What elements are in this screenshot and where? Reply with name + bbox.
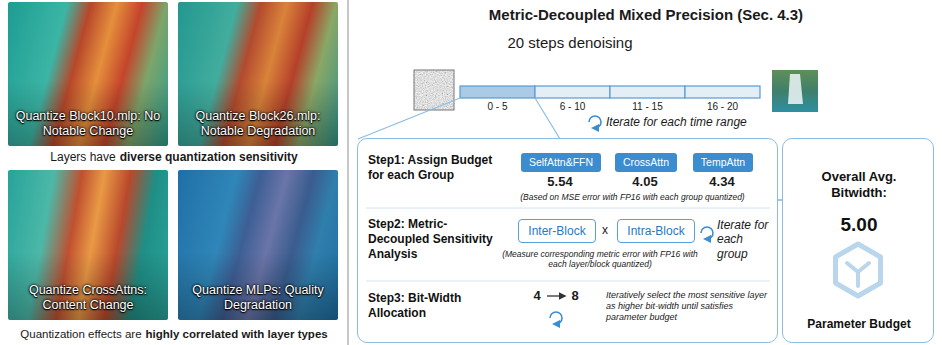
label-text: 4.34 — [692, 174, 752, 190]
budget-glyph — [847, 263, 869, 286]
group-pill: SelfAttn&FFN — [521, 153, 601, 172]
label-holder: (Measure corresponding metric error with… — [500, 249, 700, 269]
waterfall-image — [772, 70, 818, 112]
budget-text: Parameter Budget — [789, 317, 929, 332]
divider-line — [347, 0, 349, 345]
zoom-line — [535, 98, 560, 139]
caption-text: highly correlated with layer types — [146, 328, 328, 342]
group-pill: TempAttn — [693, 153, 753, 172]
title-holder: Metric-Decoupled Mixed Precision (Sec. 4… — [350, 6, 942, 23]
label-holder: 11 - 15 — [610, 101, 685, 113]
photo-panel: Quantize MLPs: Quality Degradation — [178, 170, 338, 320]
block-text: Intra-Block — [627, 224, 684, 238]
diagram-title: Metric-Decoupled Mixed Precision (Sec. 4… — [350, 6, 942, 23]
note-text: (Based on MSE error with FP16 with each … — [495, 192, 770, 202]
text-holder: Parameter Budget — [789, 317, 929, 332]
budget-text: 5.00 — [794, 213, 924, 237]
label-holder: diverse quantization sensitivity — [120, 150, 298, 164]
waterfall-stream — [788, 74, 803, 104]
caption-text: diverse quantization sensitivity — [120, 150, 298, 164]
photo-panel: Quantize CrossAttns: Content Change — [8, 170, 168, 320]
loop-icon — [589, 116, 601, 128]
label-holder: 4.34 — [692, 174, 752, 190]
label-holder: 5.54 — [530, 174, 590, 190]
label-text: 6 - 10 — [535, 101, 610, 113]
note-text: (Measure corresponding metric error with… — [500, 249, 700, 269]
note-text: Iterate for each group — [717, 218, 777, 261]
budget-text: Overall Avg. Bitwidth: — [794, 169, 924, 202]
row-separator — [366, 281, 770, 282]
text-holder: 5.00 — [794, 213, 924, 237]
block-text: Inter-Block — [528, 224, 585, 238]
label-holder: 4.05 — [615, 174, 675, 190]
noise-frame — [414, 70, 454, 110]
photo-caption: Quantize Block26.mlp: Notable Degradatio… — [184, 109, 332, 139]
budget-hexagon — [836, 244, 881, 296]
label-holder: 0 - 5 — [460, 101, 535, 113]
caption-text: Quantization effects are — [20, 328, 141, 342]
note-text: Iteratively select the most sensitive la… — [606, 290, 771, 322]
label-holder: 20 steps denoising — [470, 34, 670, 52]
pill-text: TempAttn — [701, 156, 745, 169]
note-text: Iterate for each time range — [606, 115, 796, 129]
step-heading: Step2: Metric-Decoupled Sensitivity Anal… — [368, 217, 498, 262]
label-holder: 8 — [568, 288, 582, 304]
block-box: Inter-Block — [518, 219, 595, 243]
label-holder: 16 - 20 — [685, 101, 760, 113]
timeline-segment — [685, 86, 760, 98]
label-holder: 4 — [530, 288, 544, 304]
budget-panel: Overall Avg. Bitwidth: 5.00Parameter Budg… — [782, 138, 934, 343]
photo-caption: Quantize MLPs: Quality Degradation — [184, 283, 332, 313]
noise-image — [414, 70, 454, 110]
label-text: 20 steps denoising — [470, 34, 670, 52]
text-holder: Overall Avg. Bitwidth: — [794, 169, 924, 202]
label-holder: Layers have — [50, 150, 115, 164]
text-holder: Step1: Assign Budget for each Group — [368, 153, 503, 183]
timeline-segment — [535, 86, 610, 98]
step-heading: Step1: Assign Budget for each Group — [368, 153, 503, 183]
label-holder: Iteratively select the most sensitive la… — [606, 290, 771, 322]
loop-icon — [701, 227, 713, 239]
label-holder: highly correlated with layer types — [146, 328, 328, 342]
text-holder: Step3: Bit-Width Allocation — [368, 291, 498, 321]
label-holder: Iterate for each group — [717, 218, 777, 261]
group-pill: CrossAttn — [615, 153, 677, 172]
label-text: 4 — [530, 288, 544, 304]
caption-text: Layers have — [50, 150, 115, 164]
label-text: x — [596, 223, 614, 237]
label-holder: x — [596, 223, 614, 237]
label-holder: 6 - 10 — [535, 101, 610, 113]
photo-panel: Quantize Block10.mlp: No Notable Change — [8, 2, 168, 146]
label-text: 11 - 15 — [610, 101, 685, 113]
label-text: 0 - 5 — [460, 101, 535, 113]
pill-text: SelfAttn&FFN — [529, 156, 593, 169]
label-holder: (Based on MSE error with FP16 with each … — [495, 192, 770, 202]
timeline-segment — [460, 86, 535, 98]
photo-panel: Quantize Block26.mlp: Notable Degradatio… — [178, 2, 338, 146]
steps-panel: Step1: Assign Budget for each GroupStep2… — [357, 138, 778, 343]
pill-text: CrossAttn — [623, 156, 669, 169]
label-text: 4.05 — [615, 174, 675, 190]
row-separator — [366, 208, 770, 209]
label-holder: Iterate for each time range — [606, 115, 796, 129]
photo-caption: Quantize CrossAttns: Content Change — [14, 283, 162, 313]
label-holder: Quantization effects are — [20, 328, 141, 342]
zoom-line — [358, 98, 460, 139]
step-heading: Step3: Bit-Width Allocation — [368, 291, 498, 321]
label-text: 8 — [568, 288, 582, 304]
loop-icon — [550, 312, 562, 324]
timeline-segment — [610, 86, 685, 98]
label-text: 16 - 20 — [685, 101, 760, 113]
allocation-arrow — [547, 295, 565, 296]
block-box: Intra-Block — [617, 219, 694, 243]
text-holder: Step2: Metric-Decoupled Sensitivity Anal… — [368, 217, 498, 262]
label-text: 5.54 — [530, 174, 590, 190]
photo-caption: Quantize Block10.mlp: No Notable Change — [14, 109, 162, 139]
